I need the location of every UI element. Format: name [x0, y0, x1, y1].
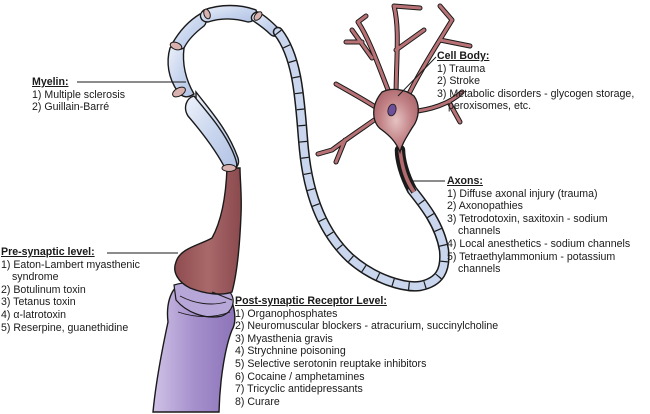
list-item: 1) Trauma: [437, 62, 486, 75]
list-item: 1) Eaton-Lambert myasthenic: [1, 258, 140, 271]
list-item: channels: [458, 225, 501, 238]
list-item: 6) Cocaine / amphetamines: [235, 370, 365, 383]
leader-lines: [77, 56, 445, 301]
list-item: 8) Curare: [235, 395, 280, 408]
list-item: 2) Botulinum toxin: [1, 283, 86, 296]
post-synaptic-title: Post-synaptic Receptor Level:: [235, 295, 387, 307]
list-item: 5) Selective serotonin reuptake inhibito…: [235, 357, 427, 370]
cell-body: [315, 3, 473, 165]
cell-body-title: Cell Body:: [437, 50, 490, 62]
leader-post-synaptic: [211, 291, 233, 301]
list-item: channels: [458, 263, 501, 276]
axons-title: Axons:: [447, 175, 483, 187]
list-item: syndrome: [12, 271, 59, 284]
list-item: 4) α-latrotoxin: [1, 308, 67, 321]
myelin-title: Myelin:: [32, 76, 69, 88]
pre-synaptic-label: Pre-synaptic level: 1) Eaton-Lambert mya…: [1, 246, 140, 334]
myelin-sheath-thin: [272, 26, 450, 292]
axon-terminal: [174, 167, 242, 295]
list-item: 1) Organophosphates: [235, 307, 338, 320]
axons-label: Axons: 1) Diffuse axonal injury (trauma)…: [447, 175, 630, 276]
pre-synaptic-title: Pre-synaptic level:: [1, 246, 95, 258]
list-item: 7) Tricyclic antidepressants: [235, 383, 363, 396]
leader-cell-body: [397, 56, 437, 97]
list-item: 3) Tetrodotoxin, saxitoxin - sodium: [447, 212, 608, 225]
list-item: 3) Metabolic disorders - glycogen storag…: [437, 87, 635, 100]
list-item: 2) Axonopathies: [447, 200, 523, 213]
list-item: 2) Stroke: [437, 75, 480, 88]
nodes-of-ranvier-thick: [169, 8, 263, 172]
list-item: 1) Diffuse axonal injury (trauma): [447, 187, 598, 200]
axon-proximal: [398, 149, 416, 193]
list-item: 4) Local anesthetics - sodium channels: [447, 237, 631, 250]
list-item: 3) Myasthenia gravis: [235, 332, 333, 345]
muscle-fiber: [152, 281, 236, 413]
list-item: 5) Reserpine, guanethidine: [1, 321, 129, 334]
list-item: 4) Strychnine poisoning: [235, 345, 346, 358]
list-item: 1) Multiple sclerosis: [32, 88, 126, 101]
list-item: 2) Neuromuscular blockers - atracurium, …: [235, 320, 499, 333]
myelin-label: Myelin: 1) Multiple sclerosis 2) Guillai…: [32, 76, 125, 114]
list-item: 5) Tetraethylammonium - potassium: [447, 250, 616, 263]
nucleus: [387, 103, 397, 117]
myelin-sheath-thick: [167, 4, 281, 171]
cell-body-label: Cell Body: 1) Trauma 2) Stroke 3) Metabo…: [437, 50, 634, 113]
list-item: 3) Tetanus toxin: [1, 296, 76, 309]
post-synaptic-label: Post-synaptic Receptor Level: 1) Organop…: [235, 295, 498, 408]
list-item: peroxisomes, etc.: [448, 100, 532, 113]
list-item: 2) Guillain-Barré: [32, 101, 110, 114]
